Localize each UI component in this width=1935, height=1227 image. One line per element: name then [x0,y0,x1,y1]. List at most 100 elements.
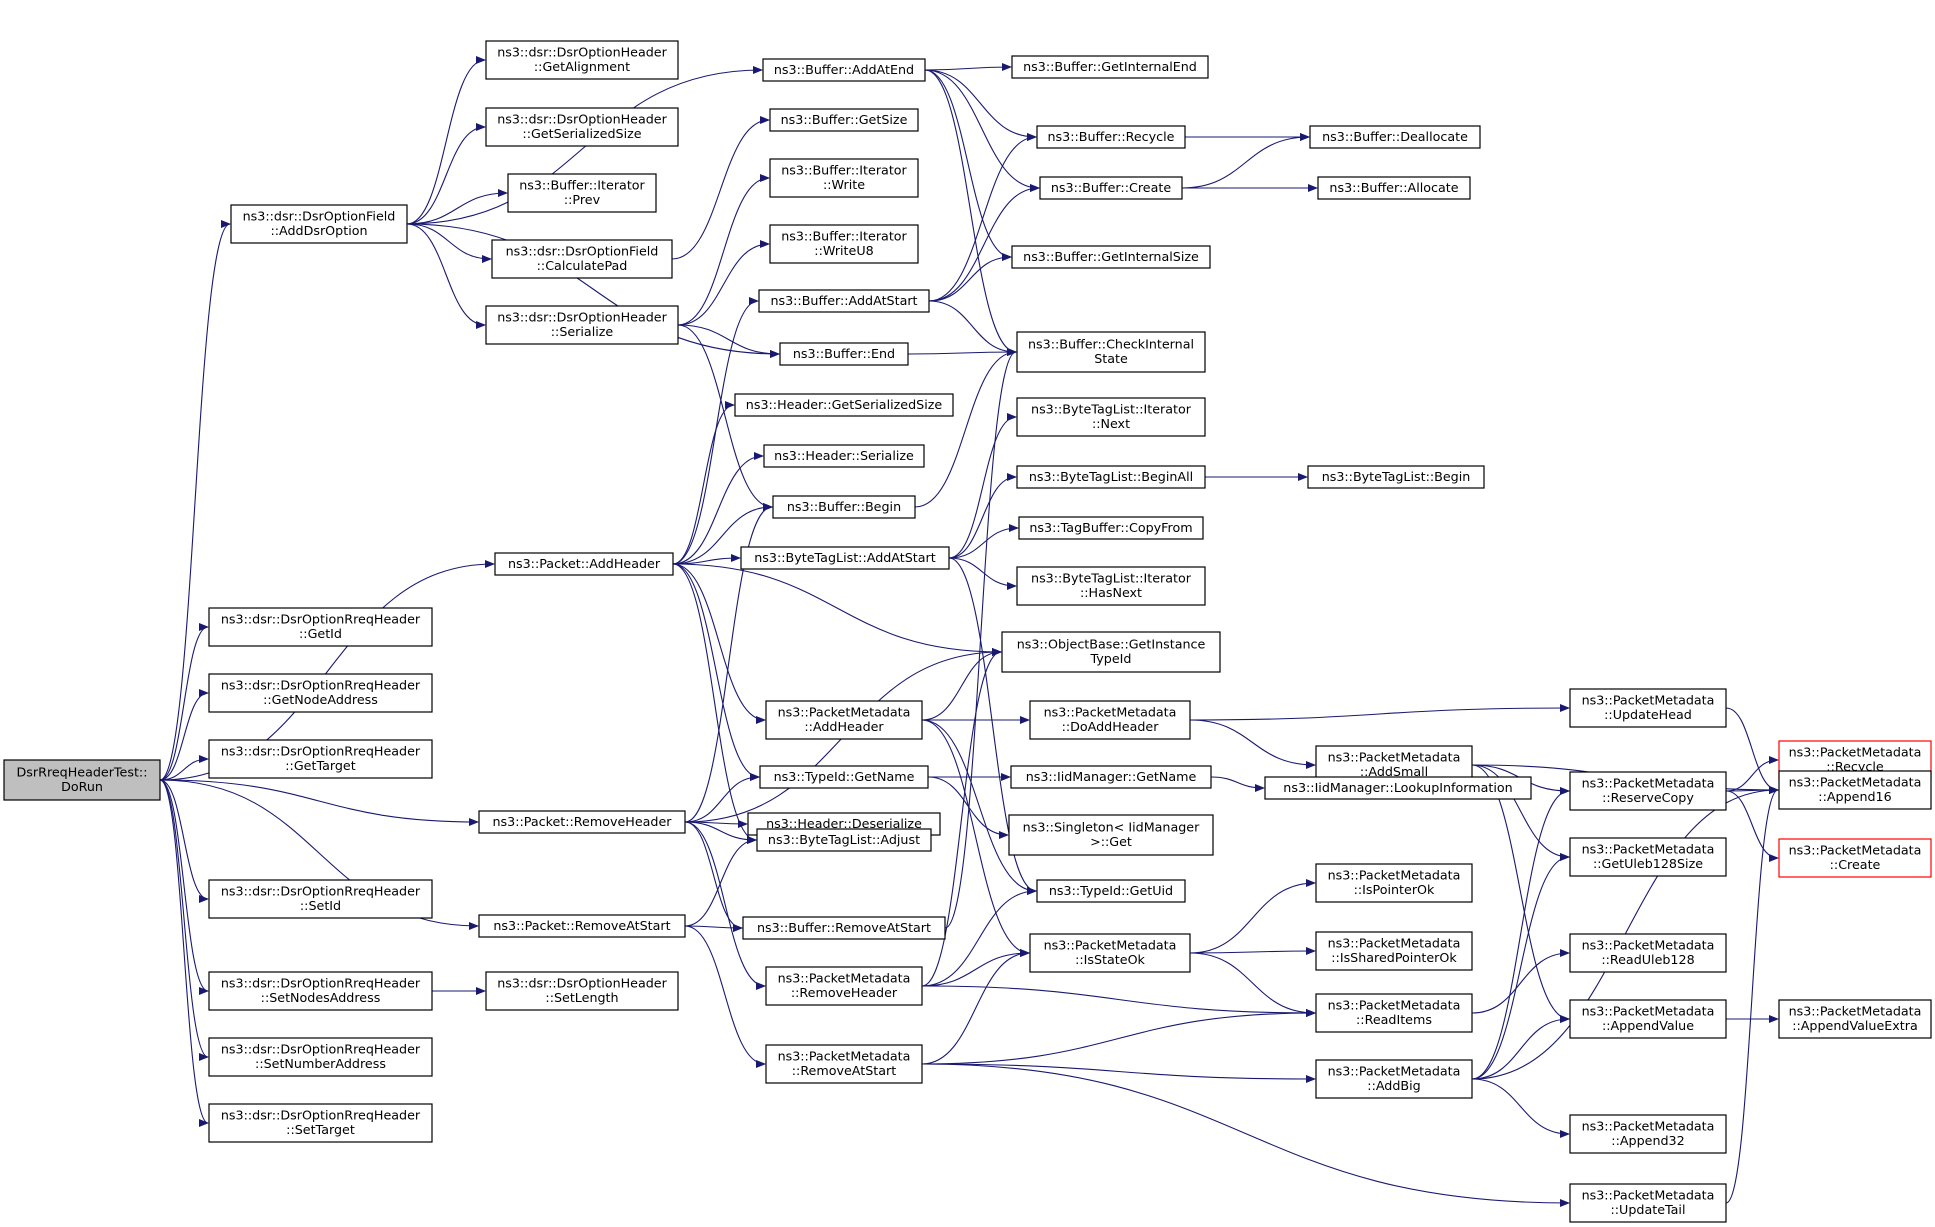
edge-optSerialize-to-bufEnd [677,324,780,358]
node-box [230,204,408,244]
node-label-line: ns3::IidManager::LookupInformation [1283,780,1512,795]
node-label-line: ::CalculatePad [537,258,628,273]
edge-pmUpdateHead-to-pmAppend16 [1725,707,1779,794]
node-box [1569,999,1727,1039]
node-label-line: ns3::PacketMetadata [1789,1004,1922,1019]
node-pmAddHeader[interactable]: ns3::PacketMetadata::AddHeader [765,700,923,740]
node-pktRemoveAtStart[interactable]: ns3::Packet::RemoveAtStart [478,914,686,938]
node-label-line: ns3::dsr::DsrOptionRreqHeader [221,678,421,693]
node-btlIterHasNext[interactable]: ns3::ByteTagList::Iterator::HasNext [1016,566,1206,606]
node-iterWrite[interactable]: ns3::Buffer::Iterator::Write [769,158,919,198]
node-calculatePad[interactable]: ns3::dsr::DsrOptionField::CalculatePad [491,239,673,279]
node-tagCopyFrom[interactable]: ns3::TagBuffer::CopyFrom [1018,516,1204,540]
node-iterWriteU8[interactable]: ns3::Buffer::Iterator::WriteU8 [769,224,919,264]
node-singletonGet[interactable]: ns3::Singleton< IidManager>::Get [1008,814,1214,856]
node-hdrGetSerializedSize[interactable]: ns3::Header::GetSerializedSize [734,393,954,417]
node-addDsrOption[interactable]: ns3::dsr::DsrOptionField::AddDsrOption [230,204,408,244]
node-addAtEnd[interactable]: ns3::Buffer::AddAtEnd [762,58,926,82]
node-btlIterNext[interactable]: ns3::ByteTagList::Iterator::Next [1016,397,1206,437]
node-label-line: ns3::PacketMetadata [778,1049,911,1064]
node-pmAppendValueExtra[interactable]: ns3::PacketMetadata::AppendValueExtra [1778,999,1932,1039]
node-label-line: ns3::PacketMetadata [1582,1004,1715,1019]
node-label-line: ::Append32 [1611,1133,1684,1148]
node-pmCreate[interactable]: ns3::PacketMetadata::Create [1778,838,1932,878]
node-bufBegin[interactable]: ns3::Buffer::Begin [772,495,916,519]
node-pmIsStateOk[interactable]: ns3::PacketMetadata::IsStateOk [1029,933,1191,973]
node-label-line: ::Create [1830,857,1881,872]
edge-pmAddSmall-to-pmAppendValue [1471,764,1570,1023]
node-pmIsSharedPointerOk[interactable]: ns3::PacketMetadata::IsSharedPointerOk [1315,931,1473,971]
node-optSerialize[interactable]: ns3::dsr::DsrOptionHeader::Serialize [485,305,679,345]
node-label-line: ns3::Header::Serialize [774,448,914,463]
node-bufCreate[interactable]: ns3::Buffer::Create [1039,176,1183,200]
node-pmReadItems[interactable]: ns3::PacketMetadata::ReadItems [1315,993,1473,1033]
node-box [1029,933,1191,973]
node-pmAppendValue[interactable]: ns3::PacketMetadata::AppendValue [1569,999,1727,1039]
node-btlAddAtStart[interactable]: ns3::ByteTagList::AddAtStart [740,546,950,570]
node-label-line: ns3::Buffer::End [793,346,895,361]
node-pmIsPointerOk[interactable]: ns3::PacketMetadata::IsPointerOk [1315,863,1473,903]
node-pmRemoveHeader[interactable]: ns3::PacketMetadata::RemoveHeader [765,966,923,1006]
node-root[interactable]: DsrRreqHeaderTest::DoRun [3,759,161,801]
edge-pktRemoveHeader-to-bufBegin [684,503,773,823]
node-pmGetUleb128Size[interactable]: ns3::PacketMetadata::GetUleb128Size [1569,837,1727,877]
node-getAlignment[interactable]: ns3::dsr::DsrOptionHeader::GetAlignment [485,40,679,80]
node-label-line: ns3::PacketMetadata [1044,938,1177,953]
node-label-line: ns3::TagBuffer::CopyFrom [1029,520,1192,535]
node-bufAddAtStart[interactable]: ns3::Buffer::AddAtStart [758,289,930,313]
edge-addAtEnd-to-getInternalSize [924,69,1012,261]
node-hdrSerialize[interactable]: ns3::Header::Serialize [763,444,925,468]
node-pmReserveCopy[interactable]: ns3::PacketMetadata::ReserveCopy [1569,771,1727,811]
node-getTarget[interactable]: ns3::dsr::DsrOptionRreqHeader::GetTarget [208,739,433,779]
node-setLength[interactable]: ns3::dsr::DsrOptionHeader::SetLength [485,971,679,1011]
node-bufEnd[interactable]: ns3::Buffer::End [779,342,909,366]
node-typeIdGetName[interactable]: ns3::TypeId::GetName [759,765,929,789]
node-typeIdGetUid[interactable]: ns3::TypeId::GetUid [1036,879,1186,903]
node-btlBegin[interactable]: ns3::ByteTagList::Begin [1307,465,1485,489]
node-setTarget[interactable]: ns3::dsr::DsrOptionRreqHeader::SetTarget [208,1103,433,1143]
node-pmDoAddHeader[interactable]: ns3::PacketMetadata::DoAddHeader [1029,700,1191,740]
node-label-line: ::GetTarget [285,758,355,773]
node-btlBeginAll[interactable]: ns3::ByteTagList::BeginAll [1016,465,1206,489]
node-getNodeAddress[interactable]: ns3::dsr::DsrOptionRreqHeader::GetNodeAd… [208,673,433,713]
edge-addDsrOption-to-addAtEnd [406,66,763,225]
edge-addDsrOption-to-getSerializedSizeOpt [406,123,486,225]
node-label-line: ns3::Buffer::Iterator [519,178,645,193]
node-deallocate[interactable]: ns3::Buffer::Deallocate [1309,125,1481,149]
edge-pktAddHeader-to-btlAdjust [672,563,757,844]
node-iidLookup[interactable]: ns3::IidManager::LookupInformation [1264,776,1532,800]
node-bufGetSize[interactable]: ns3::Buffer::GetSize [769,108,919,132]
node-setNumberAddress[interactable]: ns3::dsr::DsrOptionRreqHeader::SetNumber… [208,1037,433,1077]
node-pmAppend16[interactable]: ns3::PacketMetadata::Append16 [1778,770,1932,810]
node-bufRecycle[interactable]: ns3::Buffer::Recycle [1036,125,1186,149]
node-btlAdjust[interactable]: ns3::ByteTagList::Adjust [756,828,932,852]
node-pmRemoveAtStart[interactable]: ns3::PacketMetadata::RemoveAtStart [765,1044,923,1084]
node-allocate[interactable]: ns3::Buffer::Allocate [1317,176,1471,200]
node-pmReadUleb128[interactable]: ns3::PacketMetadata::ReadUleb128 [1569,933,1727,973]
node-pmUpdateHead[interactable]: ns3::PacketMetadata::UpdateHead [1569,688,1727,728]
node-getInternalEnd[interactable]: ns3::Buffer::GetInternalEnd [1011,55,1209,79]
node-label-line: ns3::dsr::DsrOptionField [506,244,659,259]
node-pmAppend32[interactable]: ns3::PacketMetadata::Append32 [1569,1114,1727,1154]
edge-root-to-setTarget [159,779,209,1127]
node-label-line: ns3::Buffer::CheckInternal [1028,337,1194,352]
node-getId[interactable]: ns3::dsr::DsrOptionRreqHeader::GetId [208,607,433,647]
node-setNodesAddress[interactable]: ns3::dsr::DsrOptionRreqHeader::SetNodesA… [208,971,433,1011]
node-setId[interactable]: ns3::dsr::DsrOptionRreqHeader::SetId [208,879,433,919]
node-pktRemoveHeader[interactable]: ns3::Packet::RemoveHeader [478,810,686,834]
edge-addDsrOption-to-optSerialize [406,223,486,329]
node-pmAddBig[interactable]: ns3::PacketMetadata::AddBig [1315,1059,1473,1099]
node-pmUpdateTail[interactable]: ns3::PacketMetadata::UpdateTail [1569,1183,1727,1223]
node-getInternalSize[interactable]: ns3::Buffer::GetInternalSize [1011,245,1211,269]
node-iterPrev[interactable]: ns3::Buffer::Iterator::Prev [507,173,657,213]
node-pktAddHeader[interactable]: ns3::Packet::AddHeader [494,552,674,576]
node-label-line: ns3::PacketMetadata [778,705,911,720]
node-getSerializedSizeOpt[interactable]: ns3::dsr::DsrOptionHeader::GetSerialized… [485,107,679,147]
node-box [765,700,923,740]
node-label-line: ns3::PacketMetadata [1328,1064,1461,1079]
node-bufRemoveAtStart[interactable]: ns3::Buffer::RemoveAtStart [742,916,946,940]
node-label-line: ::RemoveHeader [791,985,898,1000]
node-iidGetName[interactable]: ns3::IidManager::GetName [1010,765,1212,789]
